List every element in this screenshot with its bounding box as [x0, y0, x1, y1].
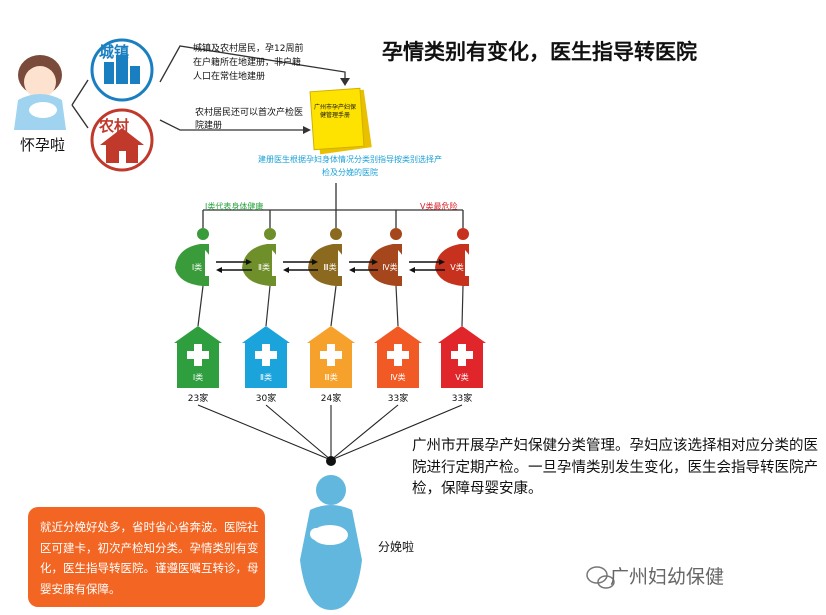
class-figure-label-1: Ⅰ类 [191, 263, 203, 272]
hospital-icon-5 [438, 326, 486, 388]
hospital-label-1: Ⅰ类 [192, 373, 204, 382]
hospital-icon-4 [374, 326, 422, 388]
hospital-count-1: 23家 [187, 394, 209, 404]
class-figure-label-2: Ⅱ类 [258, 263, 270, 272]
fan-lines [197, 404, 463, 461]
hospital-label-5: Ⅴ类 [455, 373, 469, 382]
class-figure-4 [368, 228, 406, 286]
urban-badge-label: 城镇 [99, 43, 130, 61]
hospital-count-5: 33家 [451, 394, 473, 404]
transfer-arrows-1 [216, 259, 252, 273]
figure-to-hospital-line-1 [197, 285, 204, 327]
info-text: 广州市开展孕产妇保健分类管理。孕妇应该选择相对应分类的医院进行定期产检。一旦孕情… [412, 438, 818, 497]
delivery-woman-illustration [300, 475, 362, 610]
transfer-arrows-2 [283, 259, 318, 273]
hospital-icon-2 [242, 326, 290, 388]
class-figure-label-4: Ⅳ类 [382, 263, 398, 272]
urban-registration-text: 城镇及农村居民，孕12周前在户籍所在地建册，非户籍人口在常住地建册 [193, 44, 304, 82]
hospital-label-2: Ⅱ类 [260, 373, 272, 382]
hospital-count-3: 24家 [320, 394, 342, 404]
urban-arrowhead [340, 78, 350, 86]
class-figure-1 [175, 228, 213, 286]
class-five-note: Ⅴ类最危险 [420, 202, 458, 211]
hospital-icon-3 [307, 326, 355, 388]
pregnant-woman-illustration [14, 55, 66, 130]
class-one-note: Ⅰ类代表身体健康 [205, 202, 264, 211]
class-tree-lines [202, 183, 464, 228]
pregnant-label: 怀孕啦 [20, 136, 66, 154]
tips-box [28, 507, 265, 607]
rural-badge [90, 108, 154, 172]
booklet-title: 广州市孕产妇保健管理手册 [313, 104, 356, 119]
hospital-label-4: Ⅳ类 [390, 373, 406, 382]
hospital-count-2: 30家 [255, 394, 277, 404]
main-title: 孕情类别有变化，医生指导转医院 [382, 39, 697, 64]
classification-note: 建册医生根据孕妇身体情况分类别指导按类别选择产检及分娩的医院 [258, 155, 442, 177]
watermark: 广州妇幼保健 [610, 566, 725, 588]
rural-arrow [159, 119, 305, 131]
class-figure-2 [242, 228, 280, 286]
transfer-arrows-3 [349, 259, 378, 273]
hospital-label-3: Ⅲ类 [324, 373, 338, 382]
urban-badge [90, 38, 154, 102]
delivery-label: 分娩啦 [378, 540, 415, 554]
hospital-icon-1 [174, 326, 222, 388]
urban-arrow [159, 45, 346, 83]
rural-arrowhead [303, 126, 311, 134]
class-figure-3 [308, 228, 346, 286]
split-bracket [71, 79, 89, 129]
class-figure-5 [435, 228, 473, 286]
transfer-arrows-4 [409, 259, 445, 273]
wechat-icon [586, 566, 615, 589]
figure-to-hospital-line-3 [330, 285, 337, 327]
figure-to-hospital-line-4 [395, 285, 399, 327]
figure-to-hospital-line-2 [265, 285, 271, 327]
hospital-count-4: 33家 [387, 394, 409, 404]
class-figure-label-3: Ⅲ类 [323, 263, 337, 272]
class-figure-label-5: Ⅴ类 [450, 263, 464, 272]
booklet-icon [309, 87, 372, 155]
tips-text: 就近分娩好处多，省时省心省奔波。医院社区可建卡，初次产检知分类。孕情类别有变化，… [40, 520, 259, 596]
rural-registration-text: 农村居民还可以首次产检医院建册 [195, 108, 304, 131]
figure-to-hospital-line-5 [461, 285, 464, 327]
convergence-point [326, 456, 336, 466]
rural-badge-label: 农村 [99, 117, 130, 135]
